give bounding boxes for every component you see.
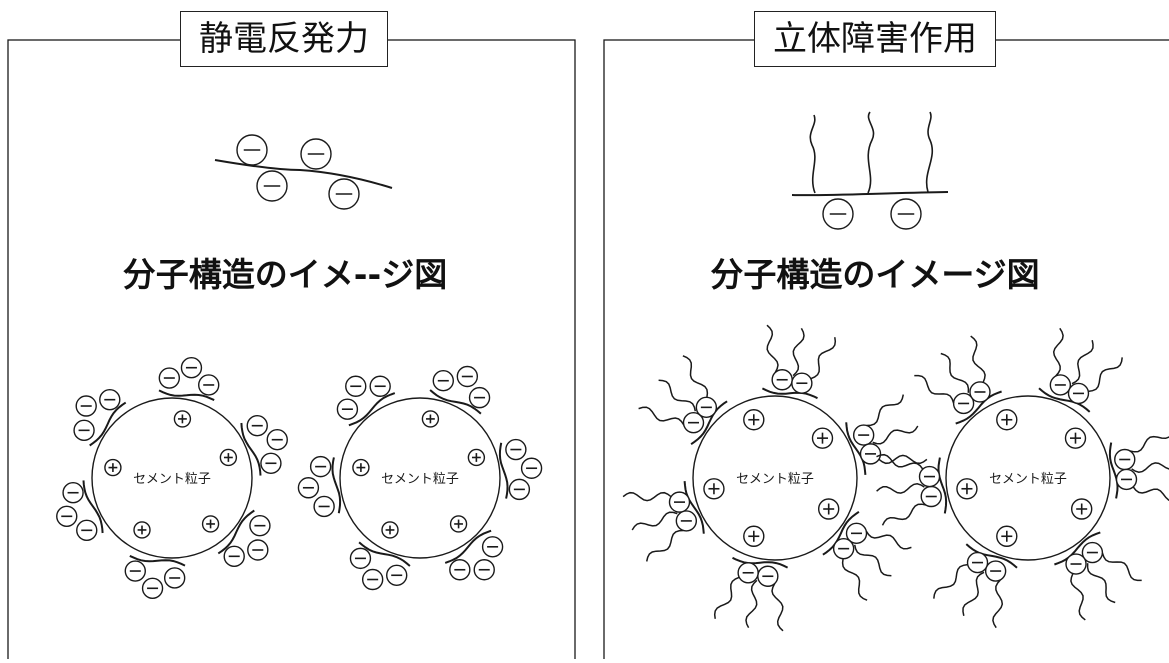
adsorbed-chain: [129, 554, 186, 567]
adsorbed-chain: [955, 390, 1002, 425]
left-molecule-caption: 分子構造のイメ--ジ図: [122, 255, 448, 294]
steric-side-chain: [841, 558, 868, 601]
left-panel-title: 静電反発力: [180, 11, 388, 67]
steric-side-chain: [622, 491, 672, 502]
right-molecule-caption: 分子構造のイメージ図: [710, 255, 1040, 294]
side-chain: [809, 114, 816, 194]
adsorbed-chain: [937, 457, 948, 514]
steric-side-chain: [933, 563, 968, 599]
adsorbed-chain: [217, 509, 255, 555]
adsorbed-chain: [1108, 442, 1119, 499]
steric-side-chain: [1101, 552, 1142, 582]
adsorbed-chain: [683, 481, 705, 534]
steric-side-chain: [1132, 486, 1169, 502]
adsorbed-chain: [732, 556, 789, 569]
steric-side-chain: [876, 453, 924, 470]
steric-side-chain: [1070, 573, 1086, 621]
steric-side-chain: [810, 337, 837, 380]
steric-side-chain: [914, 374, 955, 404]
steric-side-chain: [940, 352, 970, 393]
steric-side-chain: [766, 324, 779, 373]
adsorbed-chain: [82, 480, 104, 534]
steric-side-chain: [713, 576, 740, 619]
adsorbed-chain: [358, 541, 411, 567]
steric-side-chain: [645, 529, 684, 562]
steric-side-chain: [1088, 357, 1123, 393]
steric-side-chain: [771, 583, 784, 632]
cement-particle-label: セメント粒子: [736, 472, 814, 487]
steric-side-chain: [1129, 435, 1169, 453]
right-panel-title: 立体障害作用: [754, 11, 996, 67]
steric-side-chain: [992, 579, 1004, 629]
steric-side-chain: [745, 579, 758, 629]
steric-side-chain: [881, 503, 927, 526]
adsorbed-chain: [965, 543, 1018, 569]
adsorbed-chain: [1054, 531, 1101, 566]
adsorbed-chain: [429, 389, 482, 415]
steric-side-chain: [1071, 340, 1094, 385]
steric-side-chain: [878, 454, 928, 465]
cement-particle-label: セメント粒子: [133, 472, 211, 487]
steric-side-chain: [970, 335, 986, 383]
cement-particle-label: セメント粒子: [381, 472, 459, 487]
adsorbed-chain: [761, 387, 818, 400]
steric-side-chain: [1086, 563, 1116, 604]
adsorbed-chain: [89, 401, 127, 447]
adsorbed-chain: [845, 422, 867, 475]
cement-particle-label: セメント粒子: [989, 472, 1067, 487]
adsorbed-chain: [158, 389, 215, 402]
steric-side-chain: [658, 379, 697, 412]
steric-side-chain: [872, 425, 919, 445]
side-chain: [925, 111, 934, 193]
steric-side-chain: [1131, 462, 1169, 473]
left-molecule-chain: [214, 159, 393, 189]
steric-side-chain: [853, 544, 892, 577]
adsorbed-chain: [1038, 387, 1091, 413]
steric-side-chain: [792, 327, 805, 377]
right-molecule-backbone: [791, 191, 949, 197]
steric-side-chain: [876, 483, 925, 494]
steric-side-chain: [865, 530, 912, 550]
steric-side-chain: [866, 394, 905, 427]
side-chain: [867, 111, 875, 194]
steric-side-chain: [631, 511, 678, 531]
steric-side-chain: [1052, 327, 1064, 377]
steric-side-chain: [962, 571, 985, 616]
adsorbed-chain: [444, 529, 492, 564]
adsorbed-chain: [240, 422, 262, 476]
adsorbed-chain: [331, 457, 342, 514]
steric-side-chain: [682, 355, 709, 398]
adsorbed-chain: [348, 392, 396, 427]
steric-side-chain: [638, 406, 685, 426]
adsorbed-chain: [822, 510, 860, 556]
adsorbed-chain: [498, 442, 509, 499]
adsorbed-chain: [690, 400, 728, 446]
